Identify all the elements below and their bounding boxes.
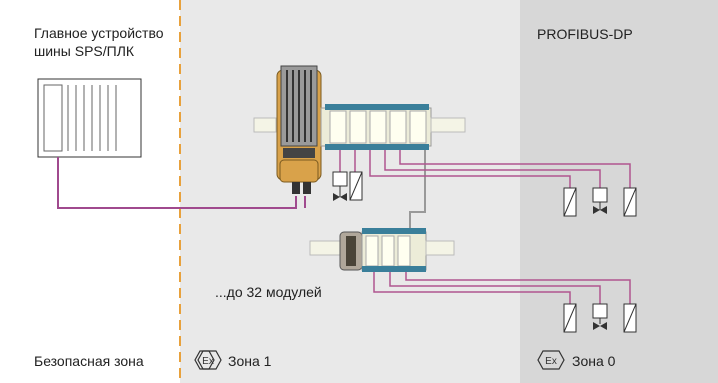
sensor-icon (563, 187, 577, 217)
zone0-label: Зона 0 (572, 353, 616, 369)
field-wire (369, 150, 571, 188)
internal-bus-link (409, 150, 426, 228)
profibus-line (57, 157, 297, 209)
remote-io-module (309, 228, 455, 272)
safe-zone-label: Безопасная зона (34, 353, 144, 369)
field-wire (399, 150, 631, 188)
modules-note: ...до 32 модулей (215, 284, 322, 300)
ex-zone0-icon: Ex (537, 350, 565, 370)
valve-actuator-icon (592, 187, 608, 214)
ex-zone1-icon: Ex (194, 350, 222, 370)
sensor-icon (563, 303, 577, 333)
ex-zone0-mark: Ex (545, 356, 557, 367)
gateway-device (253, 65, 466, 194)
local-sensor-icon (349, 171, 363, 201)
master-label-line2: шины SPS/ПЛК (34, 43, 135, 59)
plc-master-device (37, 78, 142, 158)
zone1-label: Зона 1 (228, 353, 272, 369)
safe-zone-area (0, 0, 180, 383)
bus-label: PROFIBUS-DP (537, 26, 633, 42)
sensor-icon (623, 187, 637, 217)
master-label-line1: Главное устройство (34, 25, 164, 41)
zone0-area (520, 0, 718, 383)
field-wire (405, 272, 631, 304)
valve-actuator-icon (592, 303, 608, 330)
sensor-icon (623, 303, 637, 333)
field-wire (373, 272, 571, 304)
ex-zone1-mark: Ex (202, 356, 214, 367)
master-label: Главное устройство шины SPS/ПЛК (34, 24, 174, 60)
field-wire (384, 150, 601, 188)
field-wire (389, 272, 601, 304)
local-actuator-icon (332, 171, 348, 201)
